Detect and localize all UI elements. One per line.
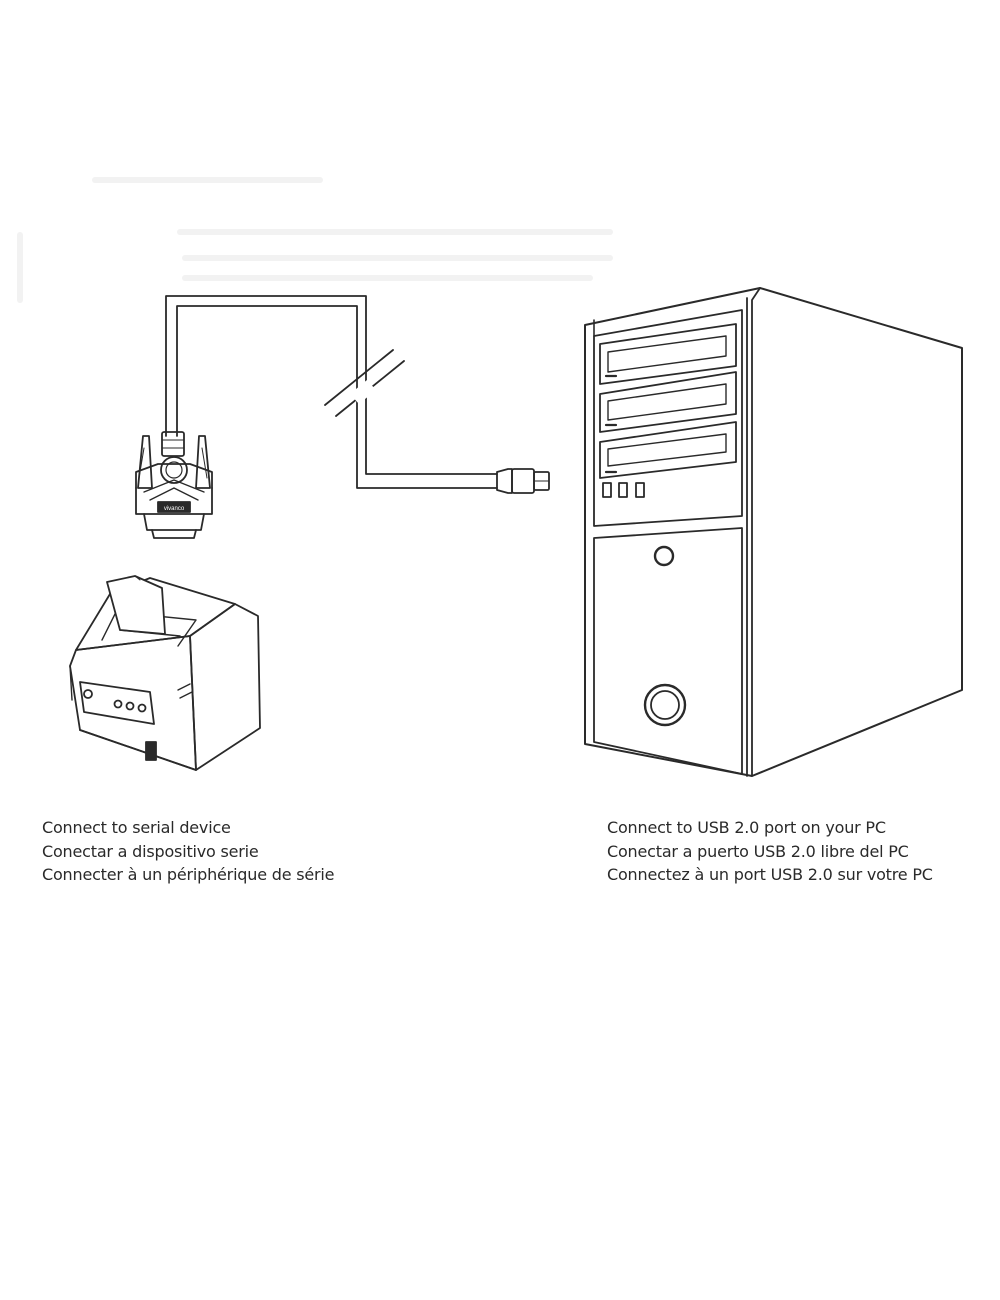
serial-caption-en: Connect to serial device bbox=[42, 818, 231, 837]
serial-caption-es: Conectar a dispositivo serie bbox=[42, 841, 259, 861]
usb-caption: Connect to USB 2.0 port on your PC Conec… bbox=[607, 816, 933, 887]
usb-plug bbox=[496, 468, 550, 494]
adapter-brand-label: vivanco bbox=[164, 506, 185, 512]
serial-caption: Connect to serial device Conectar a disp… bbox=[42, 816, 334, 887]
usb-caption-es: Conectar a puerto USB 2.0 libre del PC bbox=[607, 841, 909, 861]
front-usb-ports bbox=[602, 482, 645, 498]
reset-button-icon bbox=[653, 545, 675, 567]
usb-serial-cable bbox=[165, 295, 498, 489]
serial-caption-fr: Connecter à un périphérique de série bbox=[42, 865, 335, 884]
db9-serial-adapter bbox=[135, 431, 213, 539]
usb-caption-en: Connect to USB 2.0 port on your PC bbox=[607, 818, 886, 837]
power-button-icon bbox=[643, 683, 687, 727]
background-ghost bbox=[17, 177, 613, 303]
usb-caption-fr: Connectez à un port USB 2.0 sur votre PC bbox=[607, 865, 933, 884]
receipt-printer bbox=[69, 575, 261, 771]
pc-tower bbox=[584, 287, 963, 777]
drive-bays bbox=[599, 323, 737, 479]
